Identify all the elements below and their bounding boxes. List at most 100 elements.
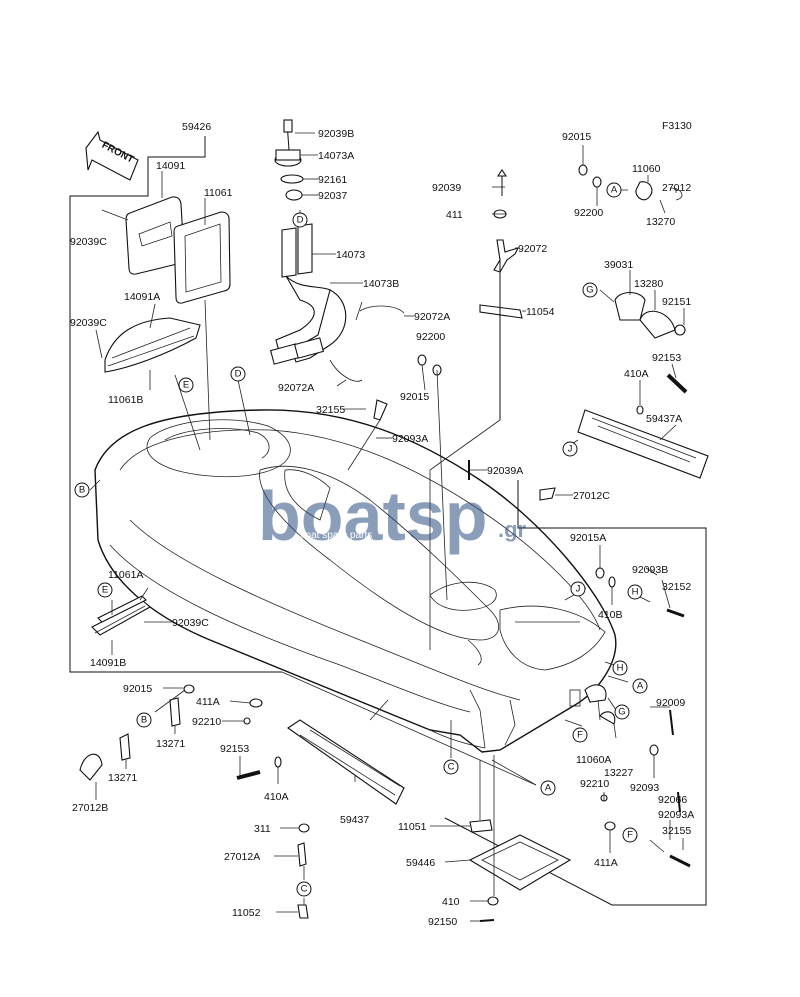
vent-cover-14091B [91,595,151,636]
label-27012C: 27012C [573,490,610,502]
svg-text:D: D [297,215,304,226]
label-92093: 92093 [630,782,659,794]
label-14091A: 14091A [124,291,160,303]
callout-C1: C [443,759,459,775]
bolt-92150 [479,919,495,922]
label-411: 411 [446,209,463,221]
washer-410B [608,576,616,588]
svg-text:G: G [586,285,593,296]
label-14073: 14073 [336,249,365,261]
label-11060A: 11060A [576,754,611,766]
label-13280: 13280 [634,278,663,290]
label-92009: 92009 [656,697,685,709]
cap-11060A [584,684,607,703]
label-92093A-right: 92093A [658,809,694,821]
label-27012B: 27012B [72,802,108,814]
washer-92200-top [592,176,602,188]
label-311: 311 [254,823,271,835]
grate-59437A [577,409,709,479]
bracket-13271-b [119,733,131,761]
label-92072A-a: 92072A [414,311,450,323]
svg-text:F: F [577,730,583,741]
label-410: 410 [442,896,460,908]
bracket-11060 [635,181,653,201]
washer-410A-right [636,405,644,415]
svg-text:E: E [102,585,108,596]
label-92037: 92037 [318,190,347,202]
svg-text:E: E [183,380,189,391]
callout-F1: F [572,727,588,743]
figure-code: F3130 [662,120,692,132]
label-59437: 59437 [340,814,369,826]
callout-B2: B [136,712,152,728]
clip-27012B [79,753,103,781]
label-92039: 92039 [432,182,461,194]
vent-cover-14091A [104,317,201,373]
clip-11052 [297,904,309,919]
fitting-92009 [669,709,674,736]
callout-E1: E [178,377,194,393]
label-13271-a: 13271 [156,738,185,750]
clip-27012 [669,187,683,201]
bolt-92066 [677,791,681,813]
label-32152: 32152 [662,581,691,593]
label-39031: 39031 [604,259,633,271]
label-27012: 27012 [662,182,691,194]
bolt-92015-top [578,164,588,176]
label-11061A: 11061A [108,569,143,581]
label-14091: 14091 [156,160,185,172]
label-92093B: 92093B [632,564,668,576]
callout-J2: J [570,581,586,597]
callout-H1: H [627,584,643,600]
svg-text:B: B [141,715,147,726]
callout-F2: F [622,827,638,843]
label-92072: 92072 [518,243,547,255]
grate-59437 [287,719,405,805]
bolt-92015-mid [417,354,427,366]
washer-92093 [649,744,659,756]
label-92153-right: 92153 [652,352,681,364]
svg-text:F: F [627,830,633,841]
callout-A2: A [632,678,648,694]
label-14091B: 14091B [90,657,126,669]
label-14073B: 14073B [363,278,399,290]
washer-410 [487,896,499,906]
bracket-11051 [469,819,493,833]
label-411A-right: 411A [594,857,618,869]
label-92151: 92151 [662,296,691,308]
nut-92015-left [183,684,195,694]
grate-59446 [468,834,572,891]
cap-39031 [614,291,646,321]
bolt-92039 [496,169,508,196]
svg-text:C: C [448,762,455,773]
label-92066: 92066 [658,794,687,806]
svg-text:C: C [301,884,308,895]
hose-clamp-92072A [329,305,405,382]
part-labels: 59426 14091 11061 92039C 14091A 92039C 1… [70,121,694,928]
label-410A-left: 410A [264,791,289,803]
label-11061B: 11061B [108,394,143,406]
label-92161: 92161 [318,174,347,186]
label-92039A: 92039A [487,465,523,477]
label-92200-mid: 92200 [416,331,445,343]
bracket-92072 [493,239,520,273]
label-11054: 11054 [526,306,555,318]
label-11061: 11061 [204,187,233,199]
svg-text:J: J [568,444,573,455]
callout-H2: H [612,660,628,676]
bracket-11054 [479,258,523,420]
callout-D2: D [230,366,246,382]
label-13271-b: 13271 [108,772,137,784]
callout-A3: A [540,780,556,796]
nut-411A-left [249,698,263,708]
label-59446: 59446 [406,857,435,869]
label-11060: 11060 [632,163,661,175]
svg-text:G: G [618,707,625,718]
callout-B1: B [74,482,90,498]
label-92039C-a: 92039C [70,236,107,248]
callout-C2: C [296,881,312,897]
label-410B: 410B [598,609,623,621]
cap-13227 [599,711,616,725]
callout-D1: D [292,212,308,228]
label-92039B: 92039B [318,128,354,140]
